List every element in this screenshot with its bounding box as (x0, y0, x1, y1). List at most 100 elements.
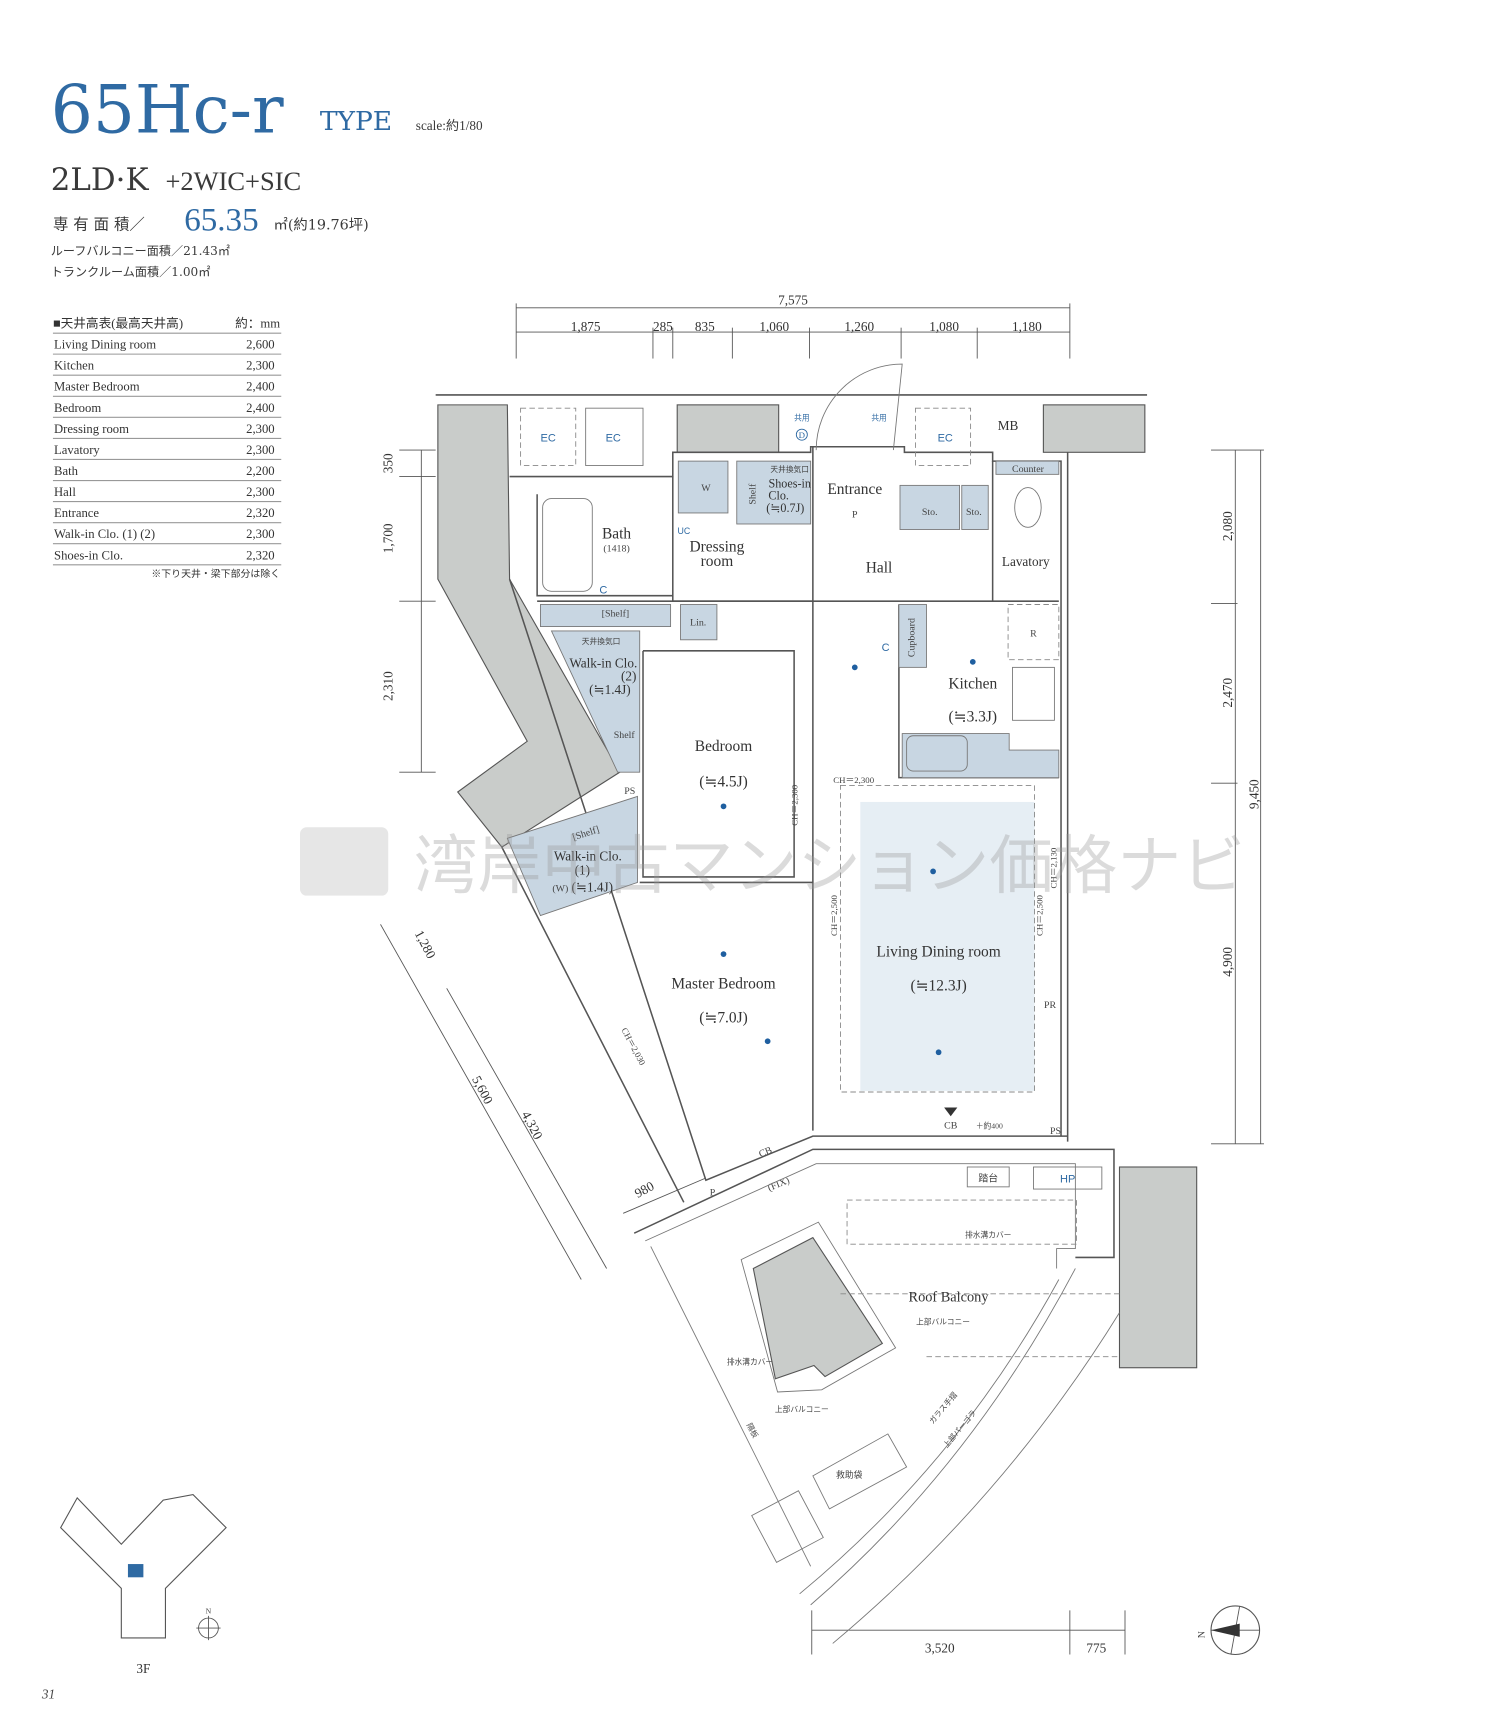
hp-box (1033, 1166, 1103, 1190)
dim-bottom: 3,520 (925, 1640, 955, 1655)
scale-label: scale:約1/80 (416, 118, 483, 133)
cb-marker-icon (944, 1107, 958, 1117)
heat-pump-label: HP (1060, 1173, 1075, 1185)
door-phone-icon: D (799, 430, 806, 440)
dim-top-seg: 1,875 (571, 319, 601, 334)
bath-label: Bath (602, 525, 631, 542)
dim-right: 4,900 (1220, 947, 1235, 977)
layout-main: 2LD·K (51, 162, 150, 198)
dim-diagonal: 5,600 (469, 1073, 496, 1107)
area-value: 65.35 (184, 203, 258, 239)
kitchen-size: (≒3.3J) (949, 708, 998, 725)
north-label: N (1196, 1631, 1207, 1638)
living-dining-size: (≒12.3J) (910, 978, 966, 995)
table-row-height: 2,200 (246, 464, 275, 478)
dim-left: 2,310 (381, 671, 396, 701)
shelf-label: Shelf (614, 730, 636, 741)
column-wall-top (676, 404, 780, 453)
table-row-height: 2,300 (246, 422, 275, 436)
common-label: 共用 (871, 413, 886, 422)
trunk-room-area: トランクルーム面積／1.00㎡ (51, 264, 211, 279)
type-word: TYPE (320, 106, 392, 137)
table-unit: 約：mm (235, 317, 280, 331)
storage-fills (506, 460, 1060, 1093)
counter-label: Counter (1012, 464, 1045, 475)
lavatory-label: Lavatory (1002, 554, 1050, 569)
column-wall-top-right (1042, 404, 1146, 453)
table-row-height: 2,400 (246, 401, 275, 415)
uc-label: UC (677, 526, 690, 536)
ec-label: EC (938, 432, 953, 444)
table-row-height: 2,320 (246, 506, 275, 520)
storage-label: Sto. (922, 507, 938, 518)
ceiling-lights (720, 658, 976, 1056)
layout-sub: +2WIC+SIC (165, 166, 301, 196)
mb-label: MB (998, 418, 1019, 433)
drain-cover-label: 排水溝カバー (965, 1230, 1011, 1240)
walk-in-closet-1-num: (1) (575, 863, 590, 878)
walk-in-closet-1-size: (≒1.4J) (571, 879, 613, 894)
refrigerator-label: R (1030, 628, 1037, 639)
roof-balcony-area: ルーフバルコニー面積／21.43㎡ (51, 243, 230, 258)
table-row-height: 2,600 (246, 338, 275, 352)
walk-in-closet-2-size: (≒1.4J) (589, 682, 631, 697)
left-dimensions: 350 1,700 2,310 (381, 449, 436, 773)
dim-diagonal: 980 (632, 1178, 657, 1201)
common-label: 共用 (794, 413, 809, 422)
dim-top-total: 7,575 (778, 293, 808, 308)
table-row-room: Entrance (54, 506, 99, 520)
shelf-label: Shelf (748, 483, 759, 505)
master-bedroom-size: (≒7.0J) (699, 1010, 748, 1027)
shelf-label: [Shelf] (602, 609, 630, 620)
vent-label: 天井換気口 (582, 636, 621, 646)
washer-label: W (701, 483, 711, 494)
watermark-text: 湾岸中古マンション価格ナビ (414, 830, 1246, 904)
ps-label: PS (624, 786, 635, 797)
roof-balcony-label: Roof Balcony (909, 1290, 990, 1306)
table-row-room: Kitchen (54, 359, 95, 373)
shoes-in-clo-size: (≒0.7J) (766, 501, 804, 515)
dim-diagonal: 4,320 (519, 1109, 546, 1143)
north-label: N (206, 1607, 212, 1616)
watermark-logo (300, 827, 389, 896)
table-row-room: Bath (54, 464, 79, 478)
dim-diagonal: 1,280 (412, 928, 439, 962)
header: 65Hc-r TYPE scale:約1/80 2LD·K +2WIC+SIC … (51, 71, 483, 278)
entrance-label: Entrance (827, 481, 882, 498)
table-row-room: Bedroom (54, 401, 101, 415)
walk-in-closet-1-w: (W) (552, 883, 568, 894)
upper-balcony-label: 上部バルコニー (775, 1404, 829, 1414)
ps-label: PS (1050, 1126, 1061, 1137)
table-row-height: 2,400 (246, 380, 275, 394)
dim-right-total: 9,450 (1246, 779, 1261, 809)
bedroom-label: Bedroom (695, 738, 752, 755)
ceiling-height-note: CH＝2,500 (829, 894, 839, 935)
cb-label: CB (944, 1120, 958, 1131)
kitchen-label: Kitchen (948, 675, 997, 692)
upper-pergola-label: 上部パーゴラ (941, 1408, 978, 1450)
shoes-in-clo-label2: Clo. (768, 489, 789, 503)
dim-right: 2,080 (1220, 511, 1235, 541)
cupboard-label: Cupboard (906, 618, 917, 657)
equipment-closets: EC EC EC MB 共用 共用 D (520, 363, 1019, 466)
diagonal-dimensions: 1,280 5,600 4,320 980 (380, 924, 707, 1280)
ceiling-height-note: CH＝2,300 (833, 775, 874, 785)
dim-top-seg: 1,060 (759, 319, 789, 334)
dim-top-seg: 1,260 (844, 319, 874, 334)
table-note: ※下り天井・梁下部分は除く (151, 567, 280, 580)
entrance-door-swing (815, 363, 903, 451)
table-row-room: Dressing room (54, 422, 129, 436)
step-box (966, 1166, 1010, 1188)
bath-size: (1418) (603, 544, 629, 555)
walk-in-closet-2-num: (2) (621, 669, 636, 684)
cb-label: CB (757, 1145, 774, 1160)
partition-label: 隔板 (745, 1421, 761, 1440)
roof-balcony: 踏台 HP 排水溝カバー Roof Balcony 上部バルコニー 排水溝カバー… (633, 1148, 1120, 1644)
table-row-room: Walk-in Clo. (1) (2) (54, 527, 155, 541)
glass-rail-label: ガラス手摺 (927, 1390, 960, 1426)
ceiling-height-note: CH＝2,300 (789, 784, 799, 825)
area-label: 専 有 面 積／ (53, 216, 145, 234)
ec-label: EC (541, 432, 556, 444)
shoes-in-clo-label: Shoes-in (768, 477, 810, 491)
